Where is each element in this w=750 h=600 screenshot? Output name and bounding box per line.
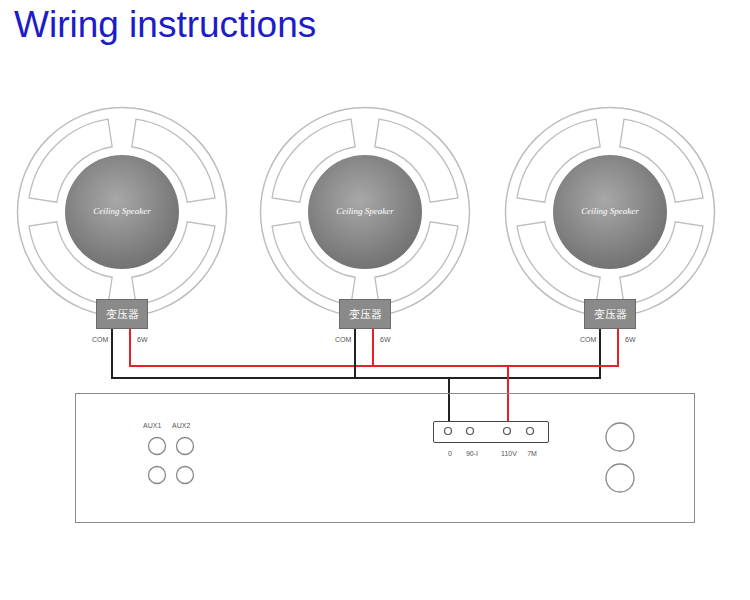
speaker-wire-positive: [130, 329, 508, 421]
pin-label: COM: [335, 336, 351, 343]
transformer-label: 变压器: [106, 307, 139, 322]
volume-knob: [606, 423, 634, 451]
ceiling-speaker: Ceiling Speaker变压器: [259, 106, 471, 318]
screw-terminal: [445, 428, 452, 435]
transformer-box: 变压器: [584, 299, 636, 329]
aux-jack: [177, 438, 194, 455]
speaker-wire-positive: [508, 329, 618, 421]
input-label: AUX1: [143, 422, 161, 429]
screw-terminal: [467, 428, 474, 435]
ceiling-speaker: Ceiling Speaker变压器: [504, 106, 716, 318]
pin-label: COM: [580, 336, 596, 343]
transformer-box: 变压器: [96, 299, 148, 329]
pin-label: 6W: [625, 336, 636, 343]
transformer-box: 变压器: [339, 299, 391, 329]
volume-knob: [606, 464, 634, 492]
aux-jack: [149, 438, 166, 455]
input-label: AUX2: [172, 422, 190, 429]
terminal-label: 7M: [527, 450, 537, 457]
transformer-label: 变压器: [349, 307, 382, 322]
terminal-block: 090-I110V7M: [433, 421, 549, 443]
screw-terminal: [504, 428, 511, 435]
speaker-wire-common: [449, 329, 600, 421]
pin-label: COM: [92, 336, 108, 343]
pin-label: 6W: [137, 336, 148, 343]
speaker-wire-common: [355, 329, 449, 421]
screw-terminal: [527, 428, 534, 435]
transformer-label: 变压器: [594, 307, 627, 322]
speaker-wire-positive: [373, 329, 508, 421]
speaker-label: Ceiling Speaker: [259, 206, 471, 216]
speaker-wire-common: [112, 329, 449, 421]
aux-jack: [149, 467, 166, 484]
aux-jack: [177, 467, 194, 484]
speaker-label: Ceiling Speaker: [16, 206, 228, 216]
ceiling-speaker: Ceiling Speaker变压器: [16, 106, 228, 318]
speaker-label: Ceiling Speaker: [504, 206, 716, 216]
terminal-label: 110V: [501, 450, 517, 457]
terminal-label: 0: [448, 450, 452, 457]
page-title: Wiring instructions: [14, 4, 316, 46]
terminal-label: 90-I: [466, 450, 478, 457]
pin-label: 6W: [380, 336, 391, 343]
amplifier-box: AUX1AUX2090-I110V7M: [75, 393, 695, 523]
